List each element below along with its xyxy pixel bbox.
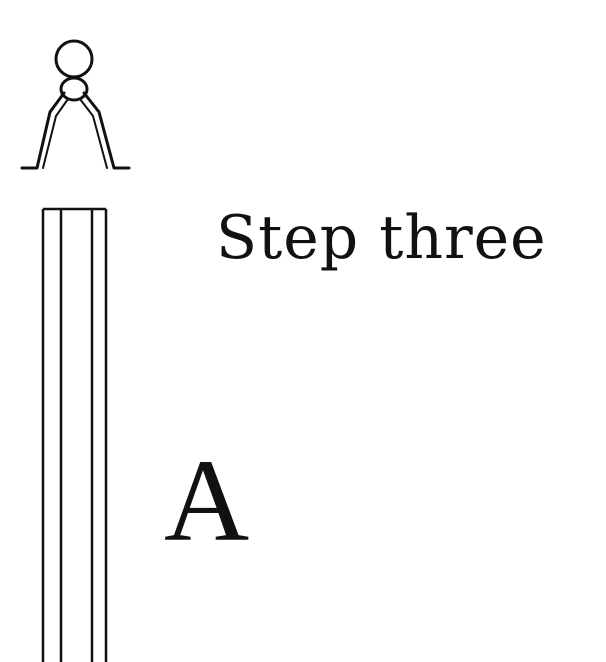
person-right-arm-inner (80, 99, 107, 168)
vertical-pole (43, 209, 106, 662)
person-head (56, 41, 92, 77)
person-icon (22, 41, 129, 168)
person-left-arm-inner (43, 99, 68, 168)
step-title: Step three (216, 198, 547, 278)
point-label-a: A (164, 436, 249, 566)
person-neck-loop (61, 78, 87, 100)
person-right-arm (84, 93, 129, 168)
person-left-arm (22, 93, 64, 168)
